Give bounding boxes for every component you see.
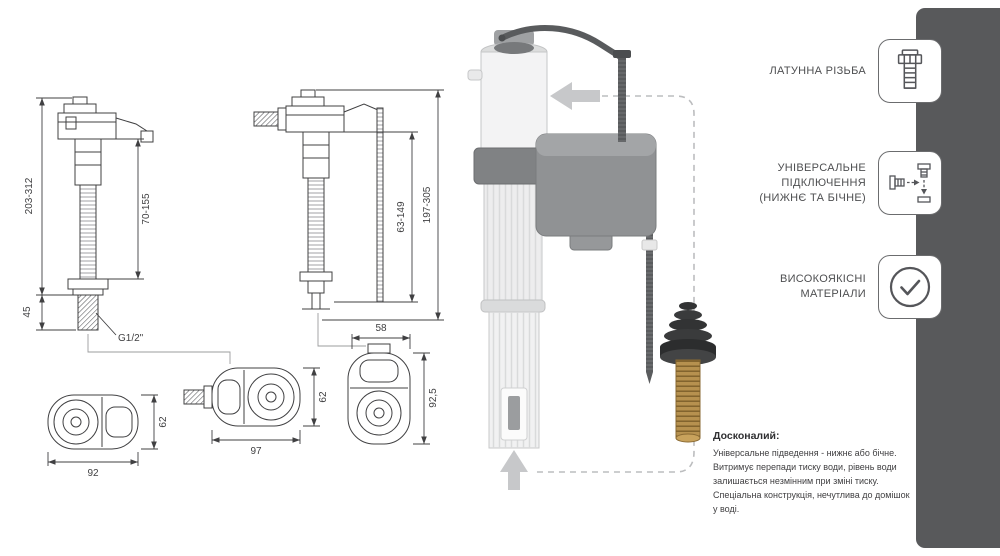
arrow-left-icon bbox=[550, 82, 600, 110]
float-lever-arm bbox=[498, 25, 658, 251]
dim-view1-depth: 62 bbox=[158, 416, 169, 428]
dimensions-side-inlet bbox=[316, 89, 444, 321]
top-view-2 bbox=[183, 367, 301, 427]
dimensions-bottom-inlet bbox=[36, 97, 144, 336]
description-line: Спеціальна конструкція, нечутлива до дом… bbox=[713, 490, 910, 514]
dashed-connection-path bbox=[534, 95, 695, 473]
feature-tile bbox=[878, 151, 942, 215]
technical-drawings: 203-312 45 70-155 G1/2" 63-149 197-305 bbox=[22, 89, 444, 479]
description-line: Витримує перепади тиску води, рівень вод… bbox=[713, 462, 897, 486]
product-photo bbox=[467, 25, 716, 490]
arrow-up-icon bbox=[500, 450, 528, 490]
dim-view1-width: 92 bbox=[87, 468, 99, 479]
feature-label: УНІВЕРСАЛЬНЕ ПІДКЛЮЧЕННЯ (НИЖНЄ ТА БІЧНЕ… bbox=[759, 161, 866, 204]
description-title: Досконалий: bbox=[713, 430, 780, 442]
top-view-3 bbox=[347, 343, 411, 445]
description-line: Універсальне підведення - нижнє або бічн… bbox=[713, 448, 897, 458]
feature-brass-thread: ЛАТУННА РІЗЬБА bbox=[660, 38, 1000, 104]
quality-check-icon bbox=[889, 266, 931, 308]
universal-connection-icon bbox=[889, 163, 931, 203]
dim-overall-height-1: 203-312 bbox=[24, 177, 35, 214]
dim-overall-height-2: 197-305 bbox=[422, 186, 433, 223]
dim-view3-width: 58 bbox=[375, 323, 387, 334]
drawing-side-inlet-valve bbox=[253, 89, 384, 310]
dim-view3-depth: 92,5 bbox=[428, 388, 439, 408]
feature-label: ЛАТУННА РІЗЬБА bbox=[769, 64, 866, 77]
feature-universal-connection: УНІВЕРСАЛЬНЕ ПІДКЛЮЧЕННЯ (НИЖНЄ ТА БІЧНЕ… bbox=[660, 150, 1000, 216]
feature-label: ВИСОКОЯКІСНІ МАТЕРІАЛИ bbox=[779, 273, 866, 300]
dim-base-height: 45 bbox=[22, 306, 33, 318]
dim-adjust-range-1: 70-155 bbox=[141, 193, 152, 225]
feature-tile bbox=[878, 39, 942, 103]
drawing-bottom-inlet-valve bbox=[57, 96, 154, 331]
dim-view2-depth: 62 bbox=[318, 391, 329, 403]
feature-quality-materials: ВИСОКОЯКІСНІ МАТЕРІАЛИ bbox=[660, 254, 1000, 320]
dim-thread-size: G1/2" bbox=[118, 333, 144, 344]
float-adjust-rod-lower bbox=[646, 234, 653, 384]
top-view-2-dims bbox=[211, 367, 320, 444]
top-view-1-dims bbox=[47, 394, 158, 466]
dim-adjust-range-2: 63-149 bbox=[396, 201, 407, 233]
top-view-1 bbox=[47, 394, 139, 450]
brass-fitting bbox=[660, 302, 716, 443]
description-block: Досконалий: Універсальне підведення - ни… bbox=[713, 430, 913, 516]
valve-body bbox=[467, 30, 657, 449]
feature-tile bbox=[878, 255, 942, 319]
top-view-3-dims bbox=[351, 334, 430, 445]
dim-view2-width: 97 bbox=[250, 446, 262, 457]
brass-thread-icon bbox=[897, 49, 923, 89]
projection-lines bbox=[87, 313, 366, 364]
